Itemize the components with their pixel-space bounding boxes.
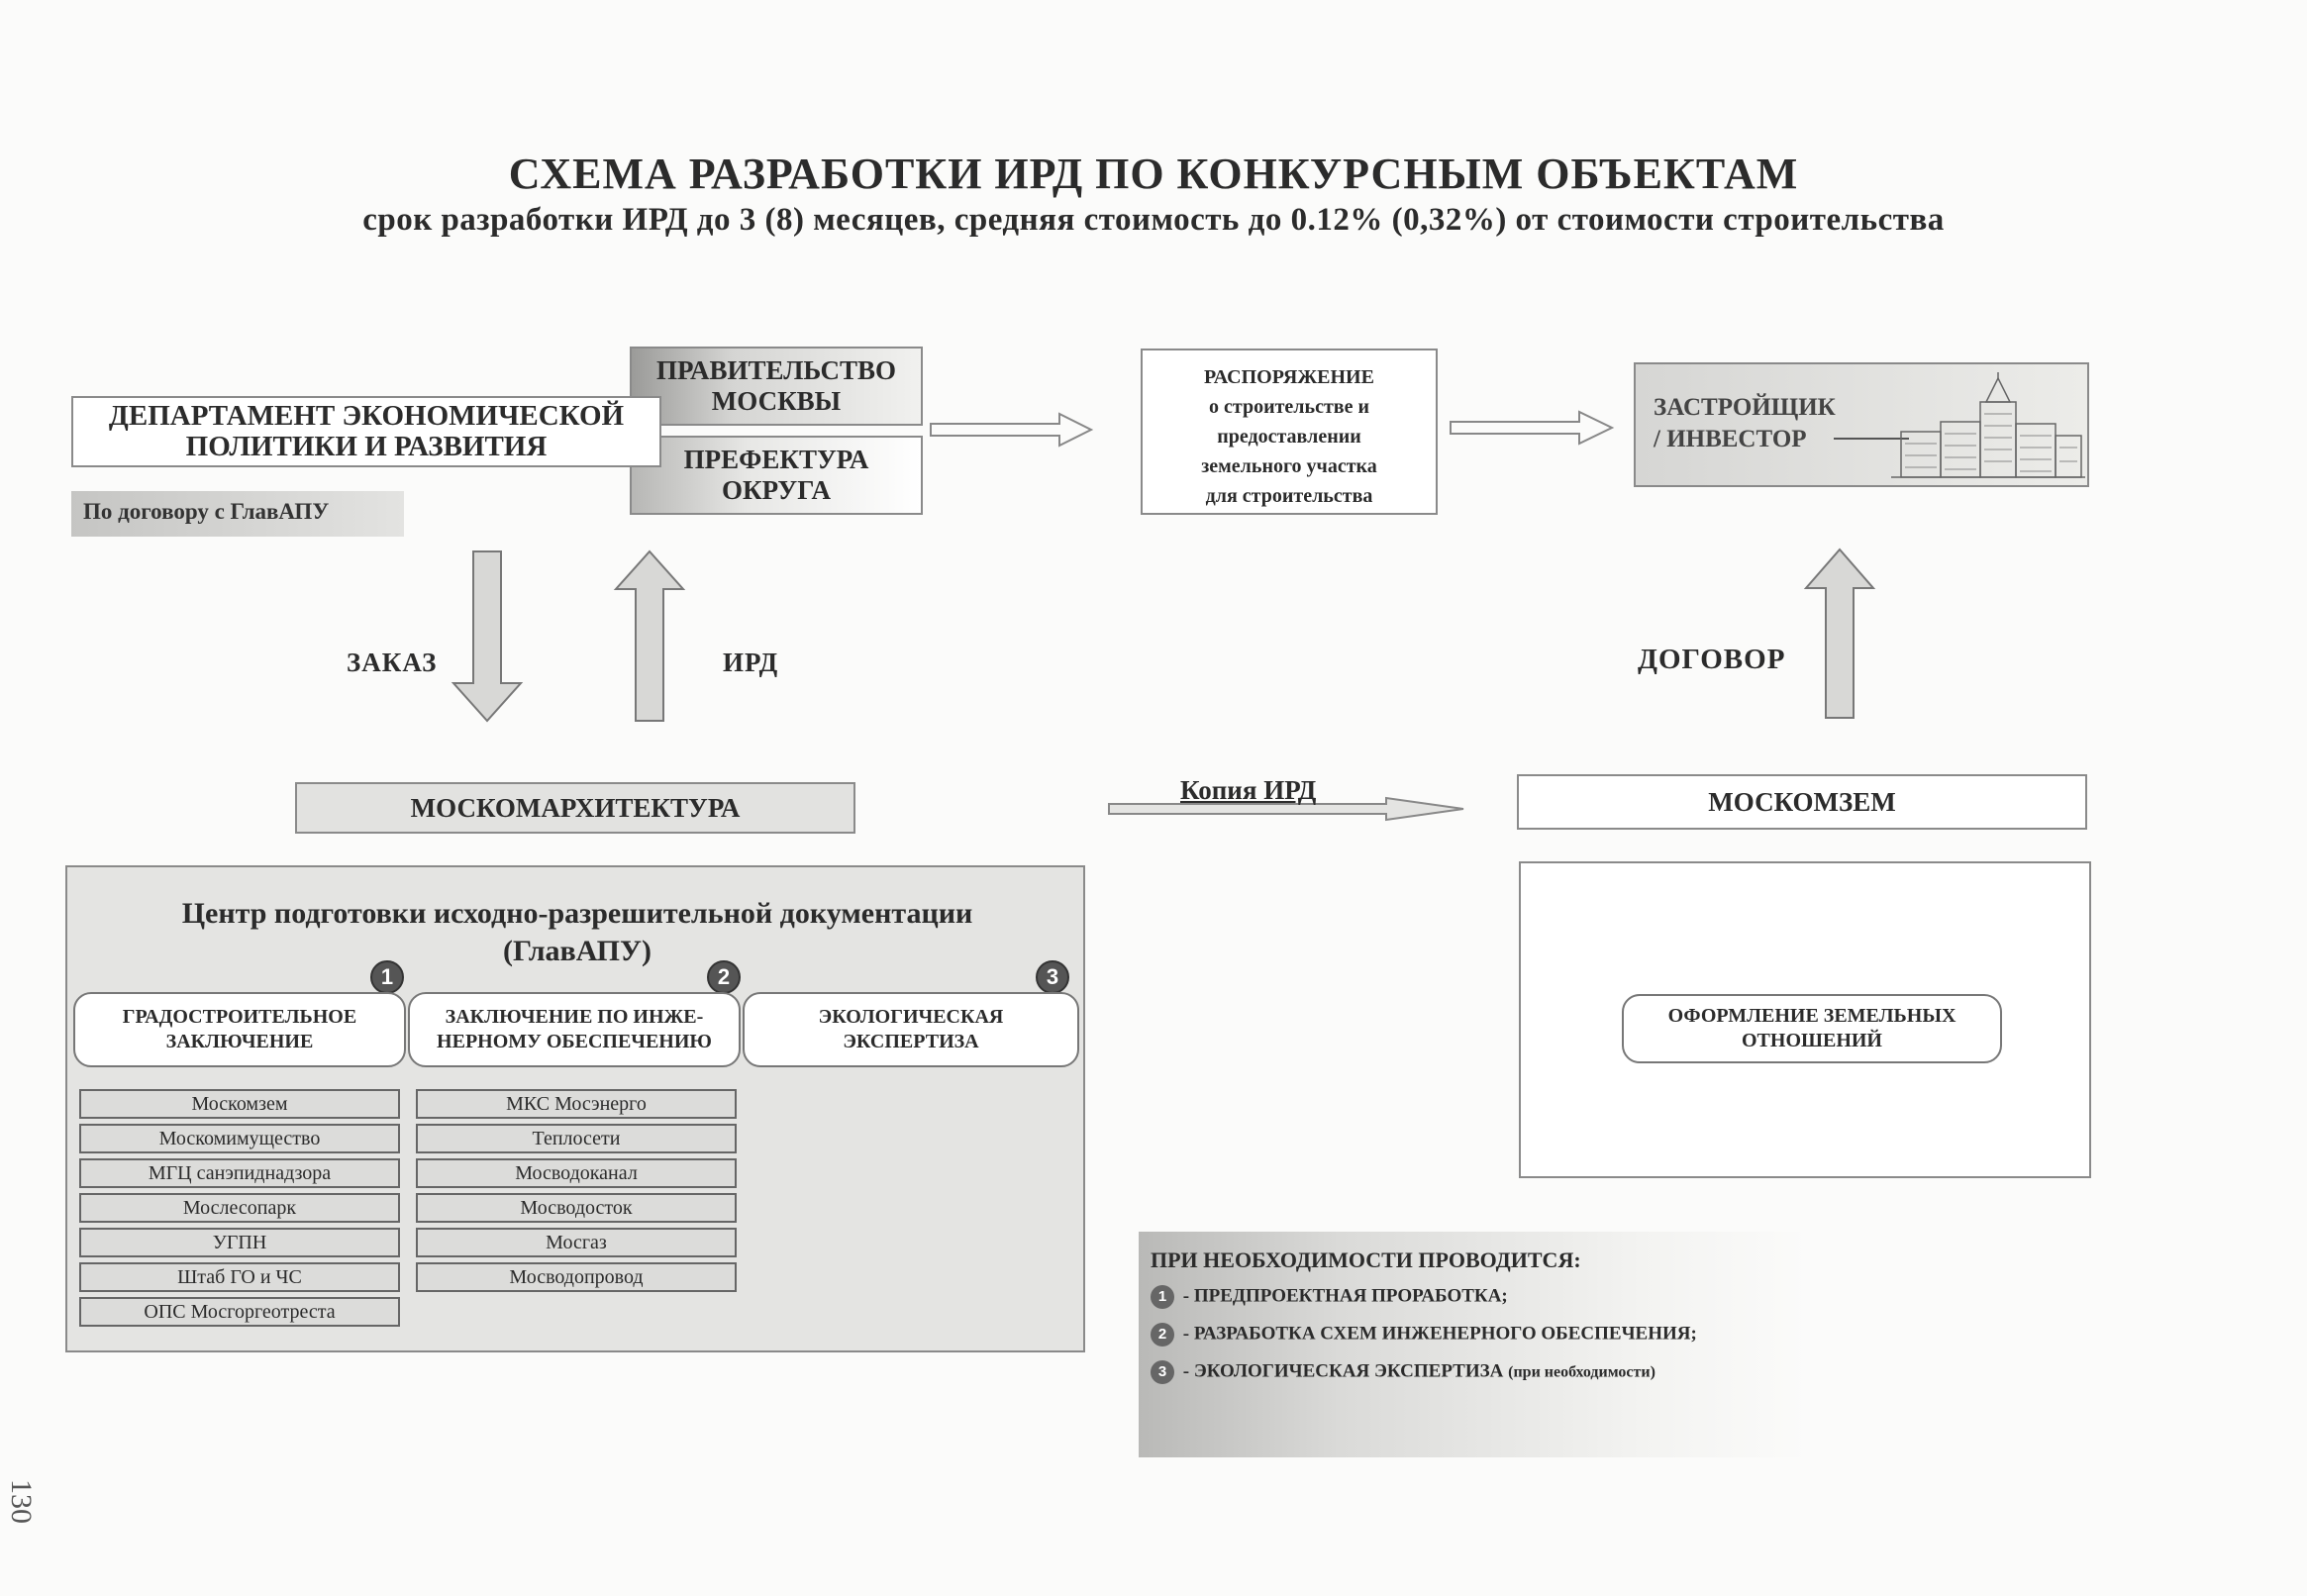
list-item: Мосводопровод: [416, 1262, 737, 1292]
arrow-to-developer: [1451, 412, 1612, 444]
moskomarkh-box: МОСКОМАРХИТЕКТУРА: [295, 782, 855, 834]
note-badge-2: 2: [1151, 1323, 1174, 1347]
notes-item: 2 - РАЗРАБОТКА СХЕМ ИНЖЕНЕРНОГО ОБЕСПЕЧЕ…: [1151, 1323, 1796, 1347]
badge-1: 1: [370, 960, 404, 994]
list-item: МКС Мосэнерго: [416, 1089, 737, 1119]
list-item: Москомимущество: [79, 1124, 400, 1153]
note-text-3: - ЭКОЛОГИЧЕСКАЯ ЭКСПЕРТИЗА: [1183, 1360, 1504, 1381]
page-number: 130: [4, 1479, 38, 1524]
column-header-ecology: ЭКОЛОГИЧЕСКАЯ ЭКСПЕРТИЗА: [743, 992, 1079, 1067]
copy-ird-label: Копия ИРД: [1180, 775, 1316, 806]
note-text-1: - ПРЕДПРОЕКТНАЯ ПРОРАБОТКА;: [1183, 1285, 1508, 1306]
notes-panel: ПРИ НЕОБХОДИМОСТИ ПРОВОДИТСЯ: 1 - ПРЕДПР…: [1139, 1232, 1808, 1457]
column-header-urban: ГРАДОСТРОИТЕЛЬНОЕ ЗАКЛЮЧЕНИЕ: [73, 992, 406, 1067]
note-badge-3: 3: [1151, 1360, 1174, 1384]
list-item: Мосводосток: [416, 1193, 737, 1223]
ird-up-arrow: [616, 551, 683, 721]
list-item: Мосгаз: [416, 1228, 737, 1257]
list-item: Штаб ГО и ЧС: [79, 1262, 400, 1292]
developer-box: ЗАСТРОЙЩИК / ИНВЕСТОР: [1634, 362, 2089, 487]
notes-item: 3 - ЭКОЛОГИЧЕСКАЯ ЭКСПЕРТИЗА (при необхо…: [1151, 1360, 1796, 1384]
center-title: Центр подготовки исходно-разрешительной …: [67, 895, 1087, 970]
order-label: ЗАКАЗ: [347, 648, 437, 678]
list-item: Москомзем: [79, 1089, 400, 1119]
order-box: РАСПОРЯЖЕНИЕ о строительстве и предостав…: [1141, 349, 1438, 515]
land-relations-panel: ОФОРМЛЕНИЕ ЗЕМЕЛЬНЫХ ОТНОШЕНИЙ: [1519, 861, 2091, 1178]
list-item: УГПН: [79, 1228, 400, 1257]
prefecture-box: ПРЕФЕКТУРА ОКРУГА: [630, 436, 923, 515]
department-box: ДЕПАРТАМЕНТ ЭКОНОМИЧЕСКОЙ ПОЛИТИКИ И РАЗ…: [71, 396, 661, 467]
note-suffix-3: (при необходимости): [1508, 1363, 1655, 1380]
ird-label: ИРД: [723, 648, 778, 678]
list-item: ОПС Мосгоргеотреста: [79, 1297, 400, 1327]
center-panel: Центр подготовки исходно-разрешительной …: [65, 865, 1085, 1352]
notes-heading: ПРИ НЕОБХОДИМОСТИ ПРОВОДИТСЯ:: [1151, 1247, 1796, 1273]
arrow-to-order: [931, 414, 1091, 446]
list-item: Мослесопарк: [79, 1193, 400, 1223]
note-text-2: - РАЗРАБОТКА СХЕМ ИНЖЕНЕРНОГО ОБЕСПЕЧЕНИ…: [1183, 1323, 1697, 1344]
badge-2: 2: [707, 960, 741, 994]
badge-3: 3: [1036, 960, 1069, 994]
column-header-engineering: ЗАКЛЮЧЕНИЕ ПО ИНЖЕ- НЕРНОМУ ОБЕСПЕЧЕНИЮ: [408, 992, 741, 1067]
contract-up-arrow: [1806, 549, 1873, 718]
notes-item: 1 - ПРЕДПРОЕКТНАЯ ПРОРАБОТКА;: [1151, 1285, 1796, 1309]
government-box: ПРАВИТЕЛЬСТВО МОСКВЫ: [630, 347, 923, 426]
building-icon: [1891, 372, 2085, 483]
developer-label: ЗАСТРОЙЩИК / ИНВЕСТОР: [1654, 392, 1836, 455]
contract-label: ДОГОВОР: [1638, 644, 1785, 676]
contract-note: По договору с ГлавАПУ: [71, 491, 404, 537]
order-down-arrow: [453, 551, 521, 721]
land-relations-pill: ОФОРМЛЕНИЕ ЗЕМЕЛЬНЫХ ОТНОШЕНИЙ: [1622, 994, 2002, 1063]
list-item: Теплосети: [416, 1124, 737, 1153]
note-badge-1: 1: [1151, 1285, 1174, 1309]
list-item: Мосводоканал: [416, 1158, 737, 1188]
list-item: МГЦ санэпиднадзора: [79, 1158, 400, 1188]
moskomzem-box: МОСКОМЗЕМ: [1517, 774, 2087, 830]
